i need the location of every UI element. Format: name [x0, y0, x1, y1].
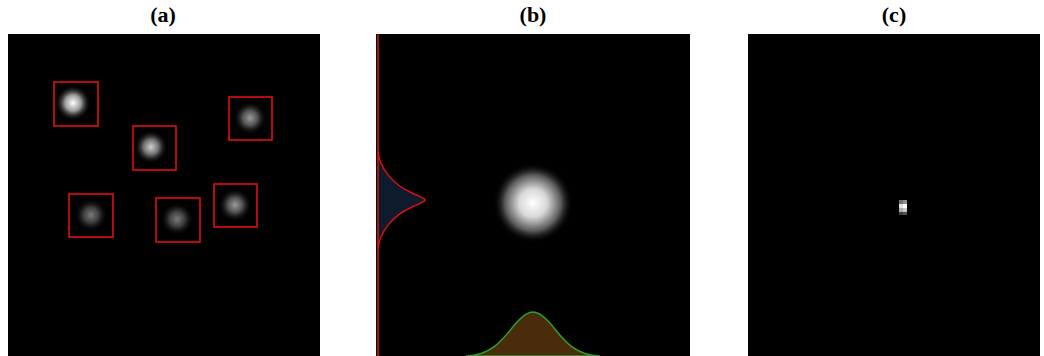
panel-label: (b) [520, 2, 547, 28]
image-panel [376, 34, 690, 356]
horizontal-profile [466, 312, 600, 356]
image-panel [8, 34, 320, 356]
localized-point [899, 200, 907, 215]
vertical-profile [378, 34, 425, 356]
detection-boxes [54, 82, 272, 242]
image-panel [748, 34, 1040, 356]
panel-label: (a) [150, 2, 176, 28]
panel-label: (c) [882, 2, 906, 28]
